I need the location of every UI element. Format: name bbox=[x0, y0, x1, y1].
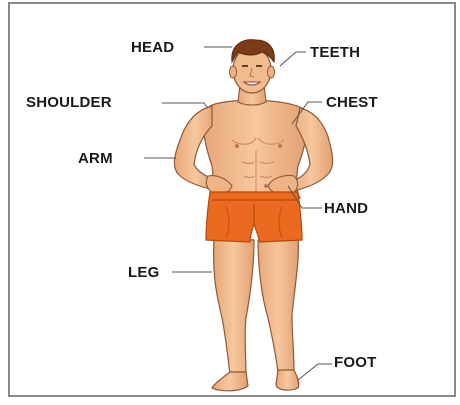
label-shoulder: SHOULDER bbox=[26, 94, 112, 111]
right-leg bbox=[258, 236, 298, 372]
left-foot bbox=[212, 372, 248, 391]
right-foot bbox=[276, 370, 299, 390]
shorts bbox=[206, 192, 302, 242]
foot-leader bbox=[298, 364, 332, 380]
teeth-leader bbox=[280, 52, 306, 66]
head bbox=[230, 40, 275, 93]
legs bbox=[212, 236, 299, 391]
label-teeth: TEETH bbox=[310, 44, 360, 61]
label-chest: CHEST bbox=[326, 94, 378, 111]
label-hand: HAND bbox=[324, 200, 368, 217]
label-arm: ARM bbox=[78, 150, 113, 167]
label-foot: FOOT bbox=[334, 354, 376, 371]
shoulder-leader bbox=[162, 103, 208, 108]
label-head: HEAD bbox=[131, 39, 174, 56]
left-leg bbox=[214, 238, 254, 376]
label-leg: LEG bbox=[128, 264, 159, 281]
